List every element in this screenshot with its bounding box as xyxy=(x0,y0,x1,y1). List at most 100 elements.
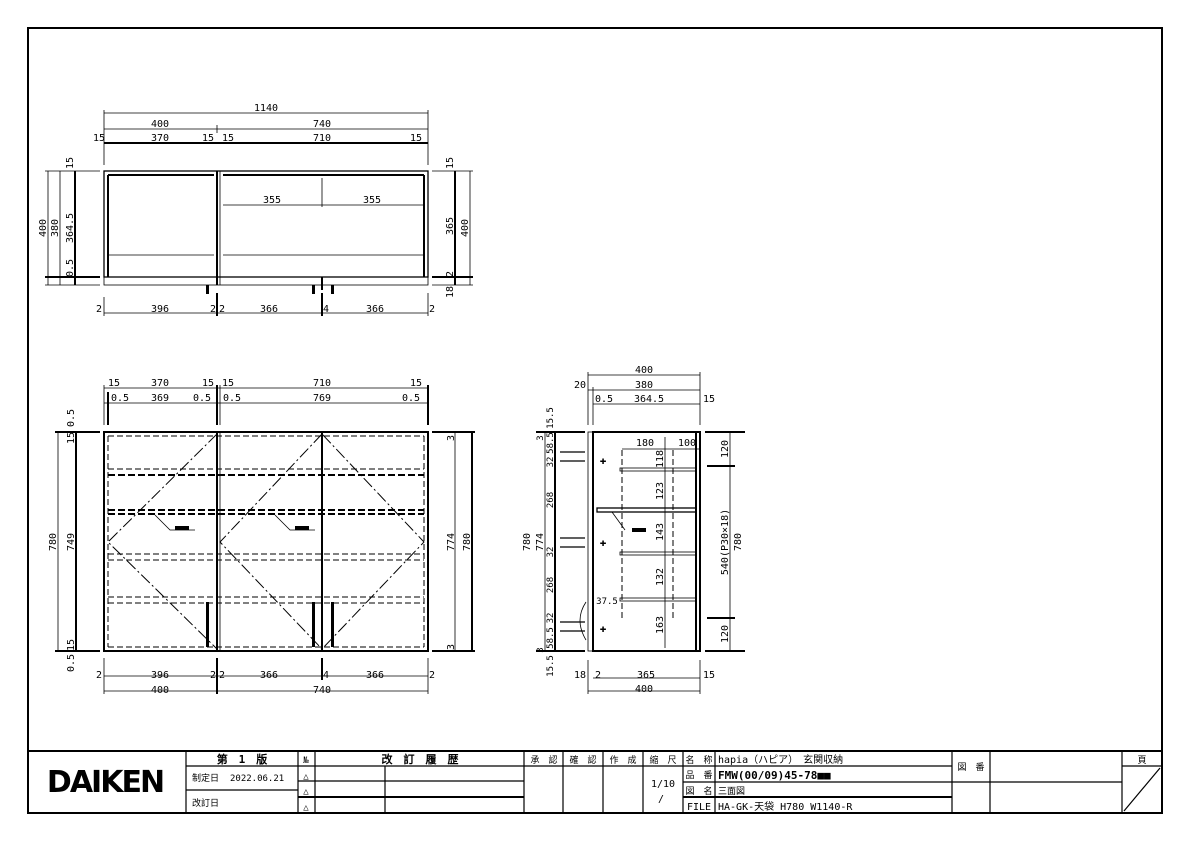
check-label: 確 認 xyxy=(569,754,596,766)
side-view: ✚ ✚ ✚ 400 20 380 0.5 364.5 15 xyxy=(522,365,745,695)
scale-value-2: / xyxy=(658,794,664,805)
front-view-body xyxy=(103,431,429,652)
dim-label: 143 xyxy=(655,523,666,541)
handle xyxy=(206,285,209,294)
dim-label: 365 xyxy=(445,217,456,235)
dim-label: 58.5 xyxy=(546,627,556,649)
dim-label: 32 xyxy=(546,613,556,624)
dim-label: 364.5 xyxy=(65,213,76,243)
dim-label: 364.5 xyxy=(634,394,664,405)
handle xyxy=(331,602,334,647)
dim-label: 15 xyxy=(703,394,715,405)
dim-label: 2 xyxy=(210,304,216,315)
top-view-body xyxy=(103,170,429,278)
dim-label: 380 xyxy=(635,380,653,391)
dim-label: 18 xyxy=(574,670,586,681)
part-no-label: 品 番 xyxy=(685,769,712,781)
dim-label: 0.5 xyxy=(66,654,77,672)
dim-label: 118 xyxy=(655,450,666,468)
dim-label: 780 xyxy=(462,533,473,551)
dim-label: 355 xyxy=(363,195,381,206)
shelf xyxy=(619,551,697,556)
dim-label: 0.5 xyxy=(223,393,241,404)
dim-label: 120 xyxy=(720,440,731,458)
drawing-name-label: 図 名 xyxy=(685,785,712,797)
drawing-element xyxy=(295,526,309,530)
dim-label: 268 xyxy=(546,577,556,593)
dim-label: 3 xyxy=(446,644,457,650)
dim-label: 15 xyxy=(410,133,422,144)
file-name: HA-GK-天袋 H780 W1140-R xyxy=(718,800,853,813)
hinge-icon: ✚ xyxy=(600,536,607,549)
dim-label: 0.5 xyxy=(111,393,129,404)
daiken-logo: DAIKEN xyxy=(47,765,163,800)
dim-label: 2 xyxy=(445,271,456,277)
established-date: 2022.06.21 xyxy=(230,774,284,784)
scale-label: 縮 尺 xyxy=(649,754,676,766)
dim-label: 32 xyxy=(546,457,556,468)
dim-label: 366 xyxy=(366,304,384,315)
dim-label: 132 xyxy=(655,568,666,586)
dim-label: 4 xyxy=(323,304,329,315)
dim-label: 15.5 xyxy=(546,407,556,429)
door-swing-line xyxy=(219,433,425,650)
dim-label: 3 xyxy=(536,435,546,440)
name-label: 名 称 xyxy=(685,754,712,766)
dim-label: 355 xyxy=(263,195,281,206)
dim-label: 740 xyxy=(313,119,331,130)
dim-label: 370 xyxy=(151,133,169,144)
drawing-line xyxy=(611,511,626,531)
dim-label: 365 xyxy=(637,670,655,681)
side-view-body xyxy=(592,431,701,652)
top-view-door xyxy=(103,276,429,286)
dim-label: 15 xyxy=(222,133,234,144)
dim-label: 32 xyxy=(546,547,556,558)
dim-label: 20 xyxy=(574,380,586,391)
dim-label: 15.5 xyxy=(546,655,556,677)
dim-label: 58.5 xyxy=(546,432,556,454)
dim-label: 780 xyxy=(733,533,744,551)
handle xyxy=(579,601,587,641)
dim-label: 0.5 xyxy=(595,394,613,405)
dim-label: 3 xyxy=(536,647,546,652)
dim-label: 2 xyxy=(595,670,601,681)
dim-label: 749 xyxy=(66,533,77,551)
drawing-line xyxy=(1123,767,1161,812)
revision-mark-icon: △ xyxy=(303,803,309,813)
dim-label: 0.5 xyxy=(193,393,211,404)
dim-label: 774 xyxy=(535,533,546,551)
file-label: FILE xyxy=(687,802,711,813)
shelf xyxy=(619,597,697,602)
dim-label: 0.5 xyxy=(402,393,420,404)
dim-label: 15 xyxy=(65,157,76,169)
revision-mark-icon: △ xyxy=(303,772,309,782)
dim-label: 15 xyxy=(66,432,77,444)
door-swing-line xyxy=(107,433,218,650)
dim-label: 123 xyxy=(655,482,666,500)
dim-label: 710 xyxy=(313,133,331,144)
dim-label: 268 xyxy=(546,492,556,508)
dim-label: 400 xyxy=(635,365,653,376)
product-name: hapia（ハピア） 玄関収納 xyxy=(718,753,843,766)
edition-label: 第 1 版 xyxy=(217,752,268,766)
dim-label: 18 xyxy=(445,286,456,298)
hinge-icon: ✚ xyxy=(600,622,607,635)
dim-label: 780 xyxy=(522,533,533,551)
dim-label: 2 xyxy=(96,670,102,681)
sheet-border xyxy=(27,27,1163,814)
dim-label: 2 xyxy=(210,670,216,681)
title-block: DAIKEN 第 1 版 制定日 2022.06.21 改訂日 № △ △ △ … xyxy=(28,750,1162,813)
dim-label: 163 xyxy=(655,616,666,634)
dim-label: 370 xyxy=(151,378,169,389)
approve-label: 承 認 xyxy=(530,754,557,766)
dim-label: 15 xyxy=(222,378,234,389)
dim-label: 2 xyxy=(429,670,435,681)
dim-label: 400 xyxy=(460,219,471,237)
shelf xyxy=(619,467,697,472)
hinge-icon: ✚ xyxy=(600,454,607,467)
dim-label: 15 xyxy=(410,378,422,389)
dim-label: 2 xyxy=(429,304,435,315)
revision-mark-icon: △ xyxy=(303,787,309,797)
dim-label: 15 xyxy=(93,133,105,144)
dim-label: 0.5 xyxy=(65,259,76,277)
